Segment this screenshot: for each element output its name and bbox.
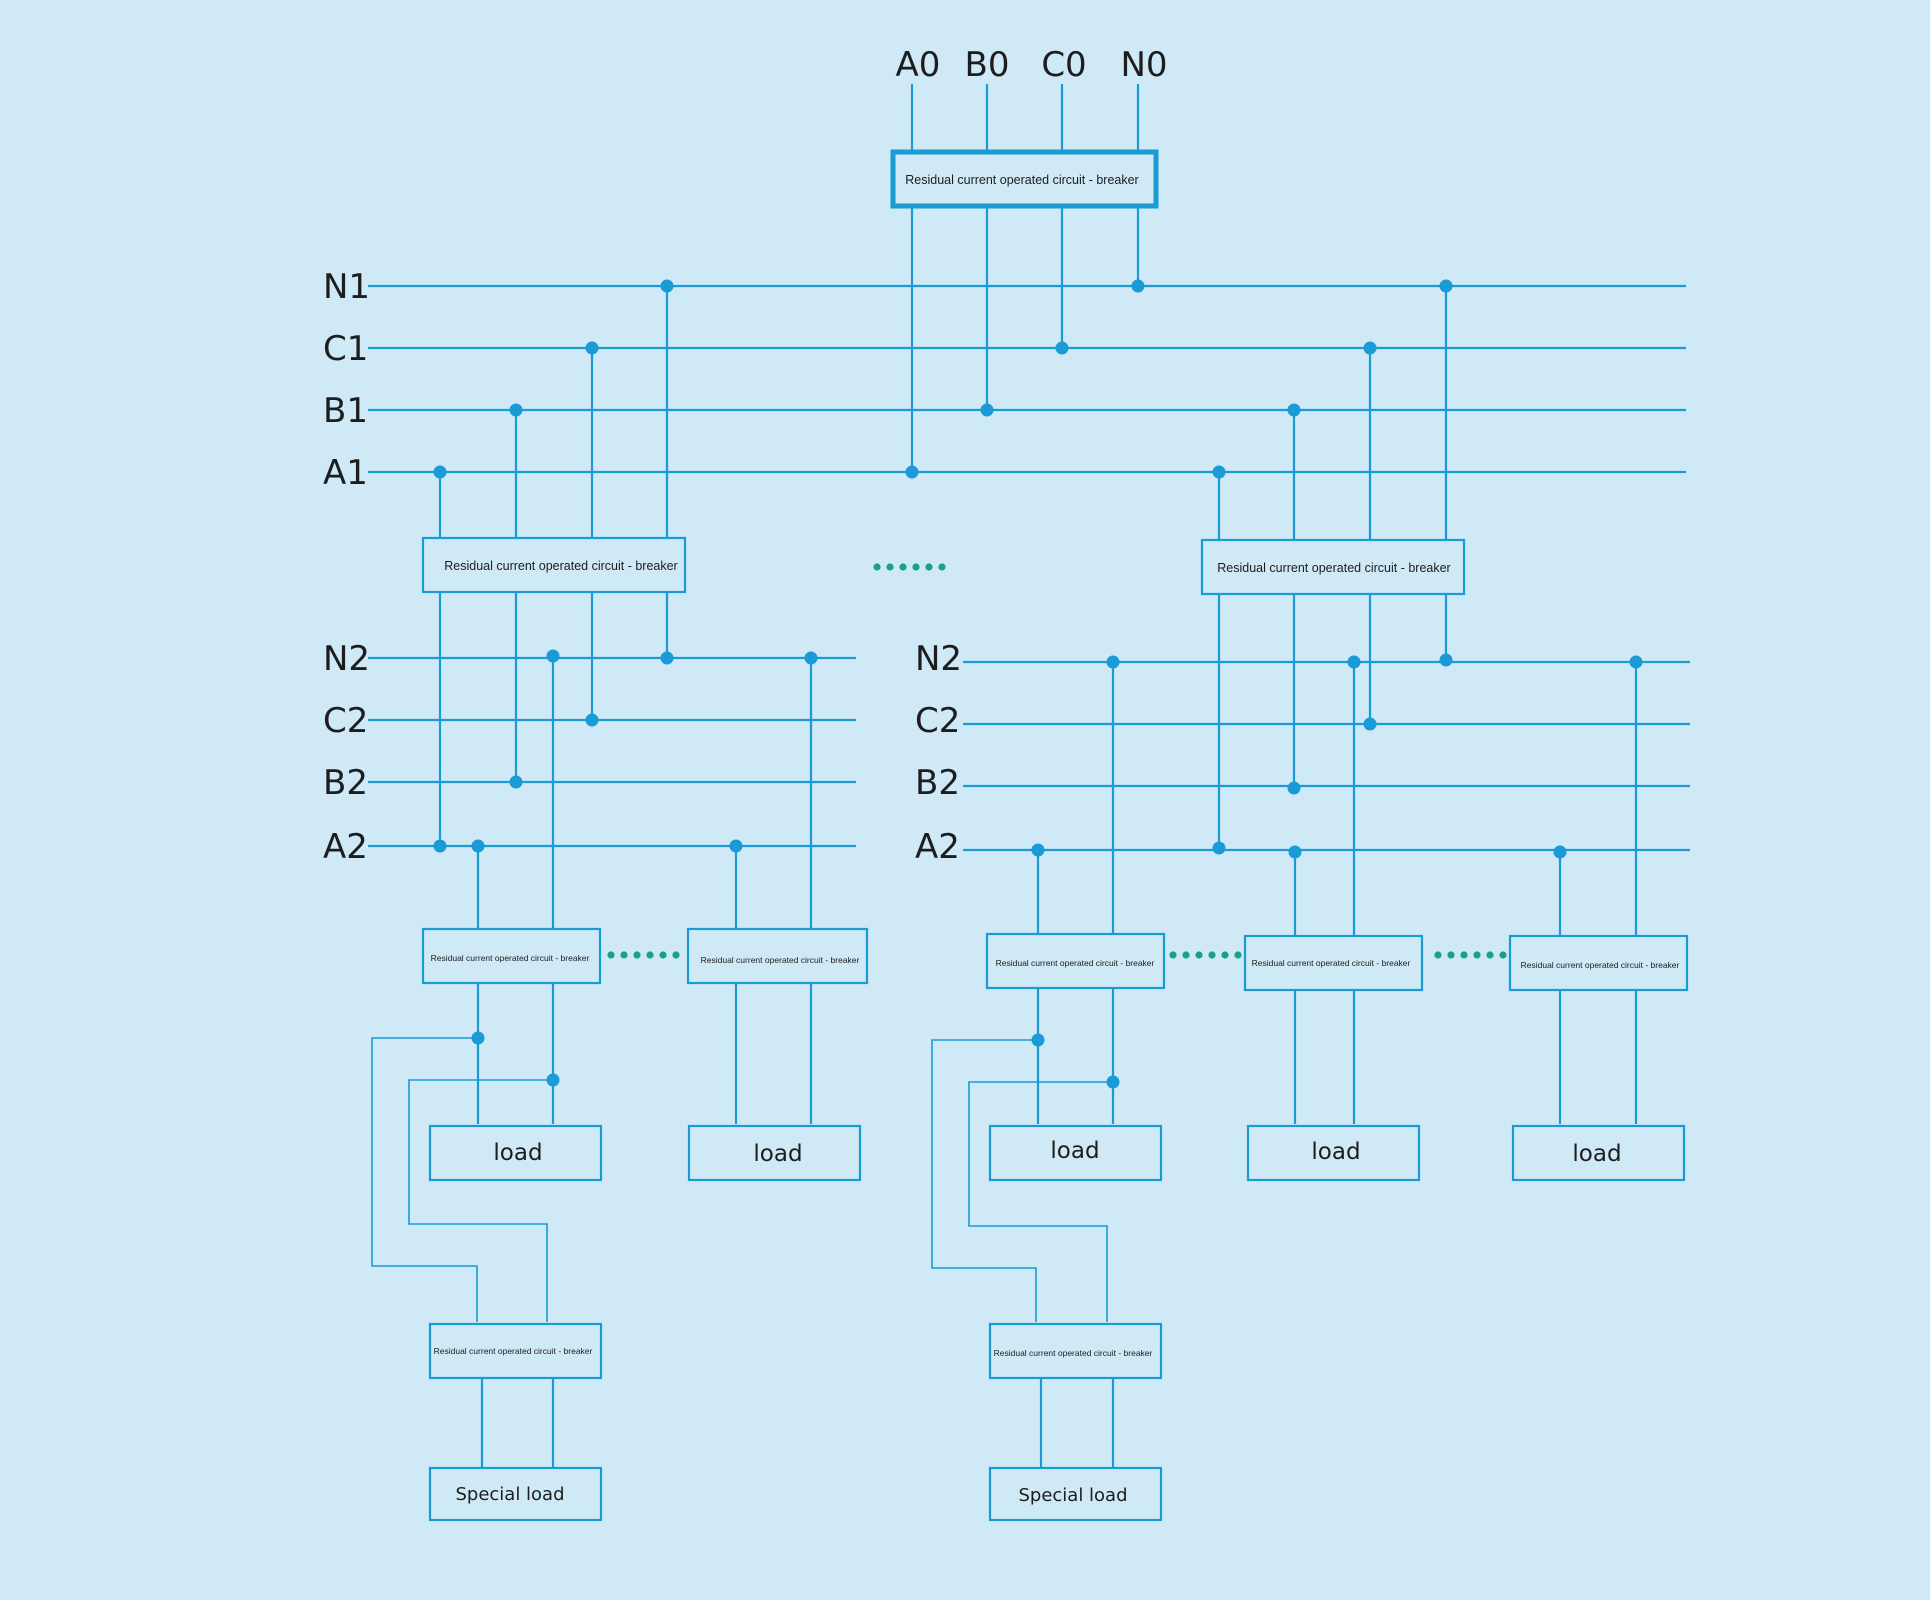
special-load-label: Special load: [1018, 1485, 1127, 1506]
main-breaker-label: Residual current operated circuit - brea…: [905, 173, 1138, 187]
breaker-right-1-label: Residual current operated circuit - brea…: [996, 958, 1155, 968]
special-load-label: Special load: [455, 1484, 564, 1505]
bus-1: N1 C1 B1 A1: [323, 267, 1686, 493]
breaker-left-2-label: Residual current operated circuit - brea…: [701, 955, 860, 965]
label-n1: N1: [323, 267, 370, 307]
label-a2-right: A2: [915, 827, 960, 867]
label-a0: A0: [896, 45, 941, 85]
breaker-level1-left: [421, 536, 687, 594]
label-n2-left: N2: [323, 639, 370, 679]
special-load-box: [988, 1466, 1163, 1522]
label-b2-right: B2: [915, 763, 960, 803]
label-n0: N0: [1120, 45, 1167, 85]
breaker-special-left: [428, 1322, 603, 1380]
load-label: load: [493, 1140, 542, 1166]
load-box: [428, 1124, 603, 1182]
label-c1: C1: [323, 329, 368, 369]
load-label: load: [753, 1141, 802, 1167]
breaker-level1-right: [1200, 538, 1466, 596]
label-c0: C0: [1041, 45, 1086, 85]
breaker-right-1: [985, 932, 1166, 990]
breaker-left-1-label: Residual current operated circuit - brea…: [431, 953, 590, 963]
label-c2-right: C2: [915, 701, 960, 741]
breaker-level1-right-label: Residual current operated circuit - brea…: [1217, 561, 1450, 575]
load-box: [1246, 1124, 1421, 1182]
label-n2-right: N2: [915, 639, 962, 679]
breaker-left-1: [421, 927, 602, 985]
bus-2-left: N2 C2 B2 A2: [323, 639, 856, 867]
breaker-level1-left-label: Residual current operated circuit - brea…: [444, 559, 677, 573]
label-c2-left: C2: [323, 701, 368, 741]
breaker-special-left-label: Residual current operated circuit - brea…: [434, 1346, 593, 1356]
breaker-right-3-label: Residual current operated circuit - brea…: [1521, 960, 1680, 970]
load-label: load: [1572, 1141, 1621, 1167]
label-a2-left: A2: [323, 827, 368, 867]
label-a1: A1: [323, 453, 368, 493]
breaker-special-right-label: Residual current operated circuit - brea…: [994, 1348, 1153, 1358]
label-b1: B1: [323, 391, 368, 431]
load-label: load: [1311, 1139, 1360, 1165]
ellipsis-dots: [607, 563, 1507, 959]
bus-2-right: N2 C2 B2 A2: [915, 639, 1690, 867]
breaker-right-2: [1243, 934, 1424, 992]
breaker-right-2-label: Residual current operated circuit - brea…: [1252, 958, 1411, 968]
breaker-special-right: [988, 1322, 1163, 1380]
source-terminals: A0 B0 C0 N0: [896, 45, 1168, 152]
breaker-right-3: [1508, 934, 1689, 992]
breaker-left-2: [686, 927, 869, 985]
label-b0: B0: [965, 45, 1010, 85]
load-label: load: [1050, 1138, 1099, 1164]
load-box: [687, 1124, 862, 1182]
main-breaker: [890, 149, 1159, 209]
special-load-box: [428, 1466, 603, 1522]
label-b2-left: B2: [323, 763, 368, 803]
load-box: [1511, 1124, 1686, 1182]
load-box: [988, 1124, 1163, 1182]
junction-dots: [433, 279, 1643, 1089]
